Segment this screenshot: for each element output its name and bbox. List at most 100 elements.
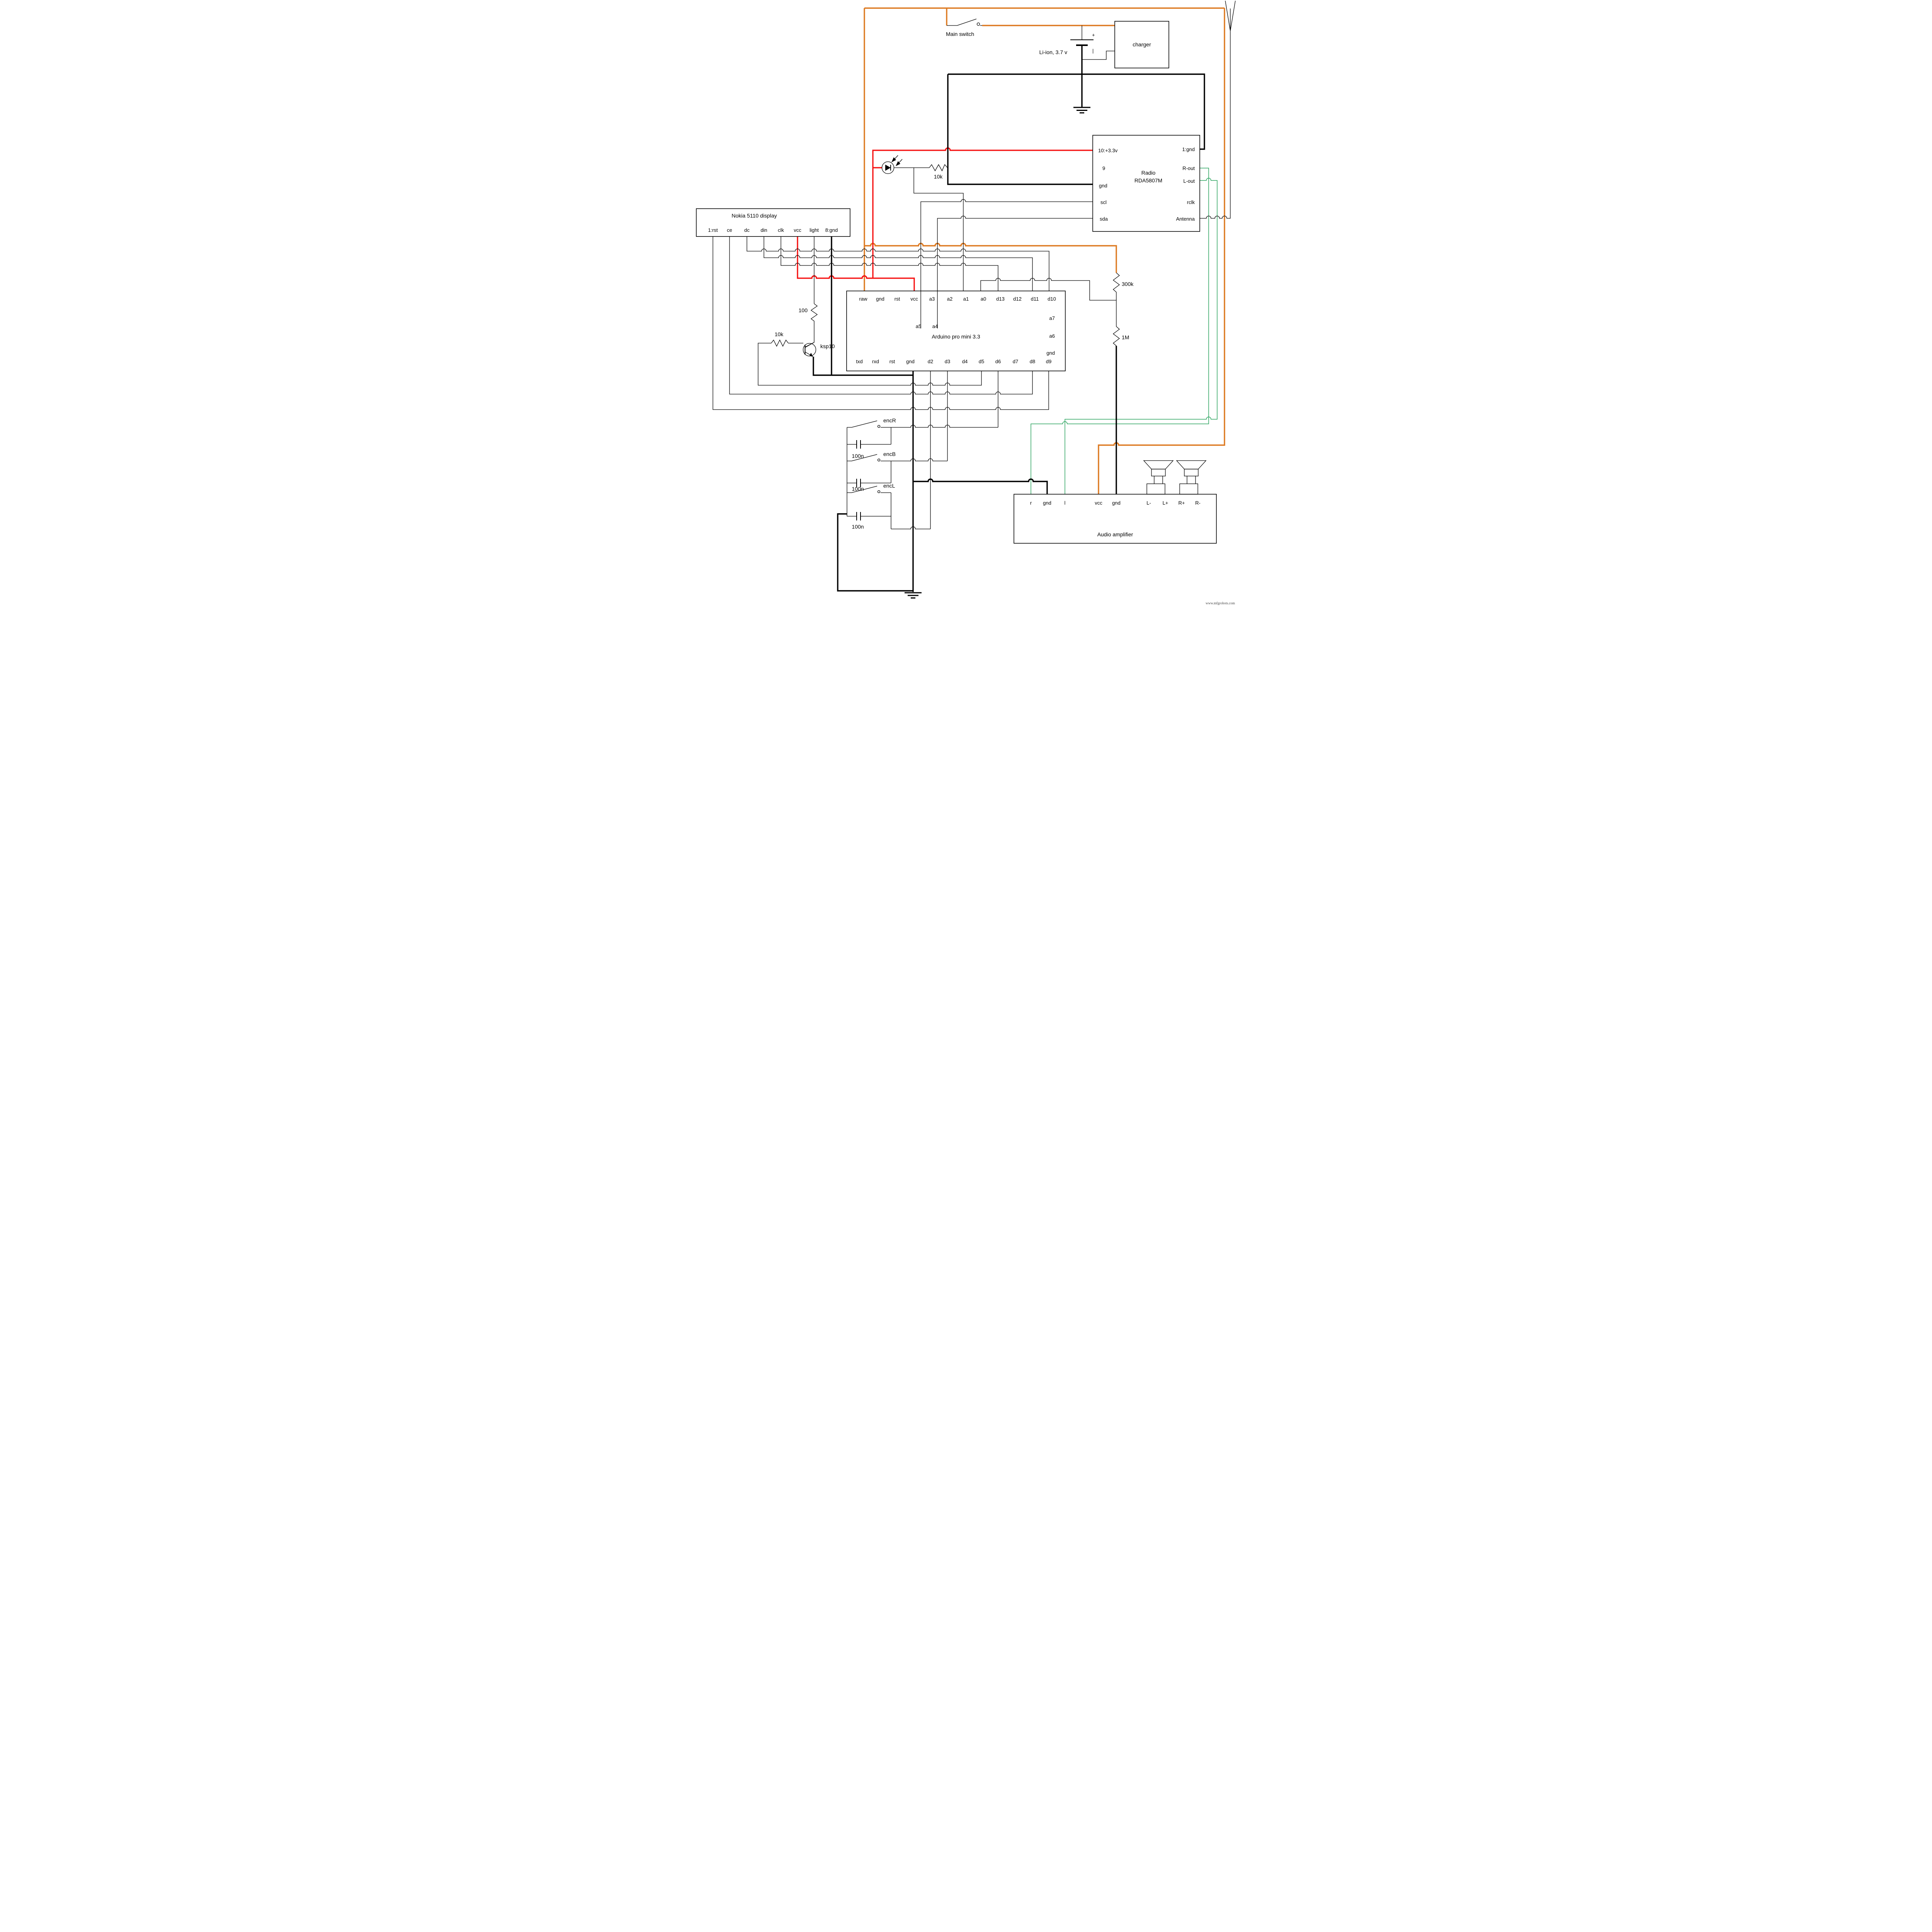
signal-wires xyxy=(713,0,1236,529)
orange-vcc-bus xyxy=(864,243,1117,273)
encl-switch-contact xyxy=(877,490,881,493)
backlight-resistor-zigzag xyxy=(805,303,818,347)
radio-pin-antenna: Antenna xyxy=(1176,216,1195,222)
radio-title-1: Radio xyxy=(1141,170,1156,176)
amp-pin-rminus: R- xyxy=(1195,500,1201,506)
capacitor-plates-b xyxy=(856,479,861,487)
cap-b-label: 100n xyxy=(852,486,864,492)
radio-pin-1gnd: 1:gnd xyxy=(1182,146,1195,152)
encb-label: encB xyxy=(883,451,896,457)
speakers xyxy=(1143,460,1207,495)
radio-pin-10: 10:+3.3v xyxy=(1098,148,1118,153)
arduino-pin-a1: a1 xyxy=(963,296,969,302)
arduino-title: Arduino pro mini 3.3 xyxy=(932,333,980,340)
amp-pin-l: l xyxy=(1065,500,1066,506)
net-clk-d13 xyxy=(781,236,998,291)
led-resistor-label: 10k xyxy=(934,173,943,180)
arduino-pin-d8: d8 xyxy=(1030,359,1035,364)
display-pin-gnd: 8:gnd xyxy=(825,227,838,233)
arduino-pin-d4: d4 xyxy=(962,359,968,364)
gnd-branch-to-amp xyxy=(913,478,1048,494)
net-encl-switch xyxy=(847,492,891,529)
capacitor-plates-l xyxy=(856,512,861,520)
speaker-right-icon xyxy=(1176,460,1207,495)
encb-switch-contact xyxy=(877,458,881,462)
transistor-label: ksp10 xyxy=(820,343,835,349)
arduino-pin-a7: a7 xyxy=(1049,315,1055,321)
arduino-pin-d2: d2 xyxy=(928,359,933,364)
charger-label: charger xyxy=(1133,41,1151,48)
display-box xyxy=(696,208,850,237)
arduino-pin-rst-top: rst xyxy=(895,296,900,302)
encr-label: encR xyxy=(883,417,896,423)
ground-symbols xyxy=(905,107,1090,599)
encr-switch-contact xyxy=(877,425,881,428)
radio-pin-9: 9 xyxy=(1102,165,1105,171)
arduino-pin-a5: a5 xyxy=(916,323,921,329)
net-encb-cap xyxy=(847,461,891,483)
charger-box xyxy=(1114,21,1169,68)
arduino-pin-a0: a0 xyxy=(981,296,986,302)
encb-switch-blade xyxy=(851,454,878,461)
ground-wires xyxy=(813,45,1205,592)
arduino-pin-d11: d11 xyxy=(1031,296,1039,302)
arduino-pin-rxd: rxd xyxy=(872,359,879,364)
arduino-pin-a4: a4 xyxy=(932,323,938,329)
amp-pin-lminus: L- xyxy=(1146,500,1151,506)
capacitor-plates-r xyxy=(856,440,861,449)
display-pin-din: din xyxy=(760,227,767,233)
battery-plus-sign: + xyxy=(1092,32,1095,38)
arduino-pin-d12: d12 xyxy=(1013,296,1022,302)
arduino-pin-gnd-bottom: gnd xyxy=(906,359,915,364)
amplifier-box xyxy=(1014,494,1217,544)
arduino-pin-gnd-inner: gnd xyxy=(1046,350,1055,356)
arduino-pin-d9: d9 xyxy=(1046,359,1051,364)
arduino-pin-a3: a3 xyxy=(929,296,935,302)
amp-title: Audio amplifier xyxy=(1097,531,1133,537)
radio-pin-lout: L-out xyxy=(1183,178,1195,184)
arduino-pin-vcc: vcc xyxy=(910,296,918,302)
radio-pin-rclk: rclk xyxy=(1187,199,1195,205)
arduino-pin-d3: d3 xyxy=(945,359,950,364)
ground-icon xyxy=(1073,107,1090,114)
amp-pin-gnd2: gnd xyxy=(1112,500,1121,506)
net-a0-divider xyxy=(980,278,1116,301)
green-lout-wire xyxy=(1065,178,1218,494)
battery-label: Li-ion, 3.7 v xyxy=(1039,49,1067,55)
display-pin-vcc: vcc xyxy=(794,227,801,233)
net-base-to-d5 xyxy=(758,343,982,386)
led-arrow-head xyxy=(896,161,900,166)
green-rout-wire xyxy=(1031,168,1209,494)
net-antenna xyxy=(1200,0,1236,219)
divider-top-label: 300k xyxy=(1122,281,1134,287)
amp-pin-r: r xyxy=(1030,500,1032,506)
labels: Main switch + | Li-ion, 3.7 v charger Ra… xyxy=(708,31,1235,605)
encl-label: encL xyxy=(883,483,895,489)
base-resistor-label: 10k xyxy=(775,331,784,337)
cap-l-label: 100n xyxy=(852,524,864,530)
schematic-page: Main switch + | Li-ion, 3.7 v charger Ra… xyxy=(696,0,1236,607)
base-resistor-zigzag xyxy=(771,339,803,347)
component-glyphs xyxy=(803,19,1094,520)
arduino-pin-raw: raw xyxy=(859,296,868,302)
arduino-pin-rst-bottom: rst xyxy=(889,359,895,364)
orange-right-rail xyxy=(1098,8,1225,494)
red-vcc-bus xyxy=(797,236,915,291)
display-pin-dc: dc xyxy=(744,227,750,233)
transistor-arrow xyxy=(810,353,813,357)
led-resistor-zigzag xyxy=(929,164,948,172)
amp-pin-gnd1: gnd xyxy=(1043,500,1051,506)
arduino-pin-a6: a6 xyxy=(1049,333,1055,339)
backlight-resistor-label: 100 xyxy=(799,307,808,313)
encr-switch-blade xyxy=(851,420,878,428)
component-boxes xyxy=(696,21,1217,544)
display-pin-rst: 1:rst xyxy=(708,227,718,233)
led-triangle xyxy=(885,165,891,171)
net-charger-return xyxy=(1082,51,1115,60)
transistor-icon xyxy=(803,343,816,357)
net-scl-a5 xyxy=(920,199,1093,328)
net-encr-cap xyxy=(847,427,891,445)
green-audio-wires xyxy=(1031,168,1218,494)
ground-icon xyxy=(905,592,922,599)
red-3v3-wires xyxy=(797,147,1093,291)
